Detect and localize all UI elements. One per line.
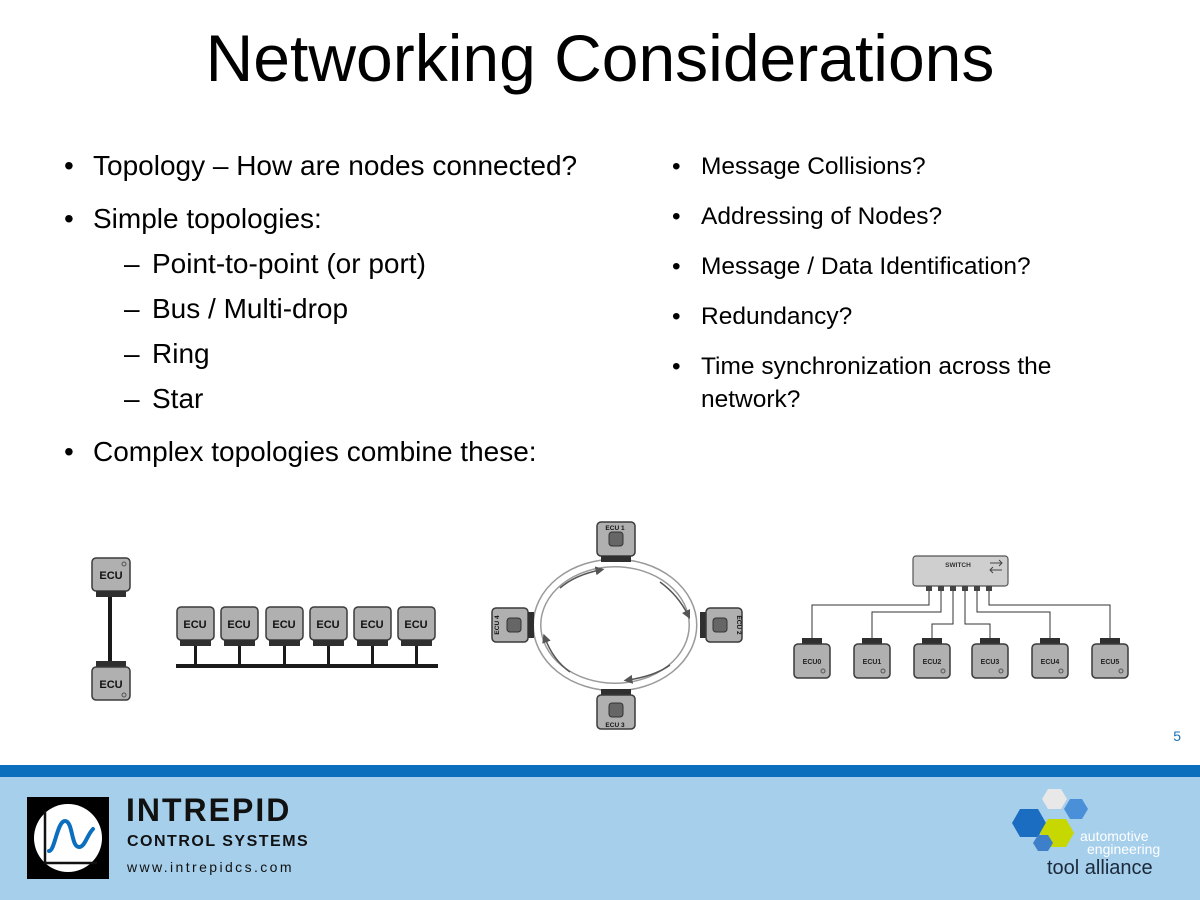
page-number: 5	[1173, 728, 1181, 744]
ring-node-right: ECU 2	[700, 607, 743, 643]
alliance-line-2: engineering	[1087, 841, 1161, 857]
ring-diagram: ECU 1 ECU 2 ECU 3 ECU 4	[491, 521, 743, 730]
star-node: ECU1	[853, 638, 891, 679]
topology-diagrams: ECU ECU ECU ECU ECU	[91, 521, 1129, 730]
footer-accent-bar	[0, 765, 1200, 777]
ecu-label: ECU	[272, 619, 295, 631]
ecu-label: ECU	[227, 619, 250, 631]
sub-bullet-label: Ring	[152, 338, 210, 369]
bullet-addressing: Addressing of Nodes?	[670, 200, 1130, 233]
slide-title: Networking Considerations	[205, 21, 995, 95]
alliance-line-3: tool alliance	[1047, 857, 1153, 879]
star-node-label: ECU4	[1041, 659, 1060, 666]
ring-node-left: ECU 4	[491, 607, 534, 643]
bullet-redundancy: Redundancy?	[670, 300, 1130, 333]
bus-diagram: ECU ECU ECU ECU ECU	[176, 606, 438, 668]
star-node-label: ECU3	[981, 659, 1000, 666]
bullet-time-sync: Time synchronization across the network?	[670, 350, 1130, 416]
sub-bullet-star: Star	[62, 381, 662, 417]
ecu-node: ECU	[176, 606, 215, 665]
star-links	[811, 591, 1111, 638]
alliance-logo-icon	[1012, 789, 1088, 851]
bullet-topology: Topology – How are nodes connected?	[62, 148, 662, 184]
star-node: ECU3	[971, 638, 1009, 679]
brand-url: www.intrepidcs.com	[127, 859, 294, 875]
ecu-node: ECU	[265, 606, 304, 665]
point-to-point-diagram: ECU ECU	[91, 557, 131, 701]
star-node: ECU4	[1031, 638, 1069, 679]
ecu-label: ECU	[183, 619, 206, 631]
ecu-label: ECU	[404, 619, 427, 631]
ring-node-label: ECU 2	[735, 615, 742, 635]
brand-subtitle: CONTROL SYSTEMS	[127, 833, 310, 850]
switch-label: SWITCH	[945, 562, 971, 569]
star-node: ECU0	[793, 638, 831, 679]
ring-node-bottom: ECU 3	[596, 689, 636, 730]
sub-bullet-bus: Bus / Multi-drop	[62, 291, 662, 327]
brand-name: INTREPID	[126, 792, 292, 828]
footer-band: INTREPID CONTROL SYSTEMS www.intrepidcs.…	[0, 777, 1200, 900]
ring-node-top: ECU 1	[596, 521, 636, 562]
ring-node-label: ECU 1	[605, 525, 625, 532]
ecu-node: ECU	[353, 606, 392, 665]
left-bullet-list: Topology – How are nodes connected? Simp…	[62, 148, 662, 470]
ecu-node: ECU	[397, 606, 436, 665]
star-node-label: ECU0	[803, 659, 822, 666]
bullet-simple-topologies: Simple topologies:	[62, 201, 662, 237]
bullet-complex-topologies: Complex topologies combine these:	[62, 434, 662, 470]
star-node-label: ECU5	[1101, 659, 1120, 666]
star-node: ECU5	[1091, 638, 1129, 679]
right-bullet-list: Message Collisions? Addressing of Nodes?…	[670, 150, 1130, 433]
ecu-node: ECU	[91, 661, 131, 701]
star-diagram: SWITCH ECU0	[793, 555, 1129, 679]
switch-arrows-icon	[989, 559, 1003, 574]
network-switch: SWITCH	[912, 555, 1009, 591]
intrepid-logo-icon	[27, 797, 109, 879]
star-node-label: ECU1	[863, 659, 882, 666]
ecu-node: ECU	[309, 606, 348, 665]
ecu-label: ECU	[360, 619, 383, 631]
ecu-node: ECU	[91, 557, 131, 597]
ecu-node: ECU	[220, 606, 259, 665]
sub-bullet-label: Star	[152, 383, 204, 414]
ecu-label: ECU	[99, 570, 122, 582]
sub-bullet-point-to-point: Point-to-point (or port)	[62, 246, 662, 282]
star-node: ECU2	[913, 638, 951, 679]
alliance-line-1: automotive	[1080, 828, 1149, 844]
ring-node-label: ECU 4	[494, 615, 501, 635]
star-node-label: ECU2	[923, 659, 942, 666]
ecu-label: ECU	[316, 619, 339, 631]
bullet-data-identification: Message / Data Identification?	[670, 250, 1130, 283]
sub-bullet-label: Bus / Multi-drop	[152, 293, 349, 324]
ecu-label: ECU	[99, 679, 122, 691]
bullet-message-collisions: Message Collisions?	[670, 150, 1130, 183]
ring-node-label: ECU 3	[605, 722, 625, 729]
sub-bullet-ring: Ring	[62, 336, 662, 372]
sub-bullet-label: Point-to-point (or port)	[152, 248, 426, 279]
